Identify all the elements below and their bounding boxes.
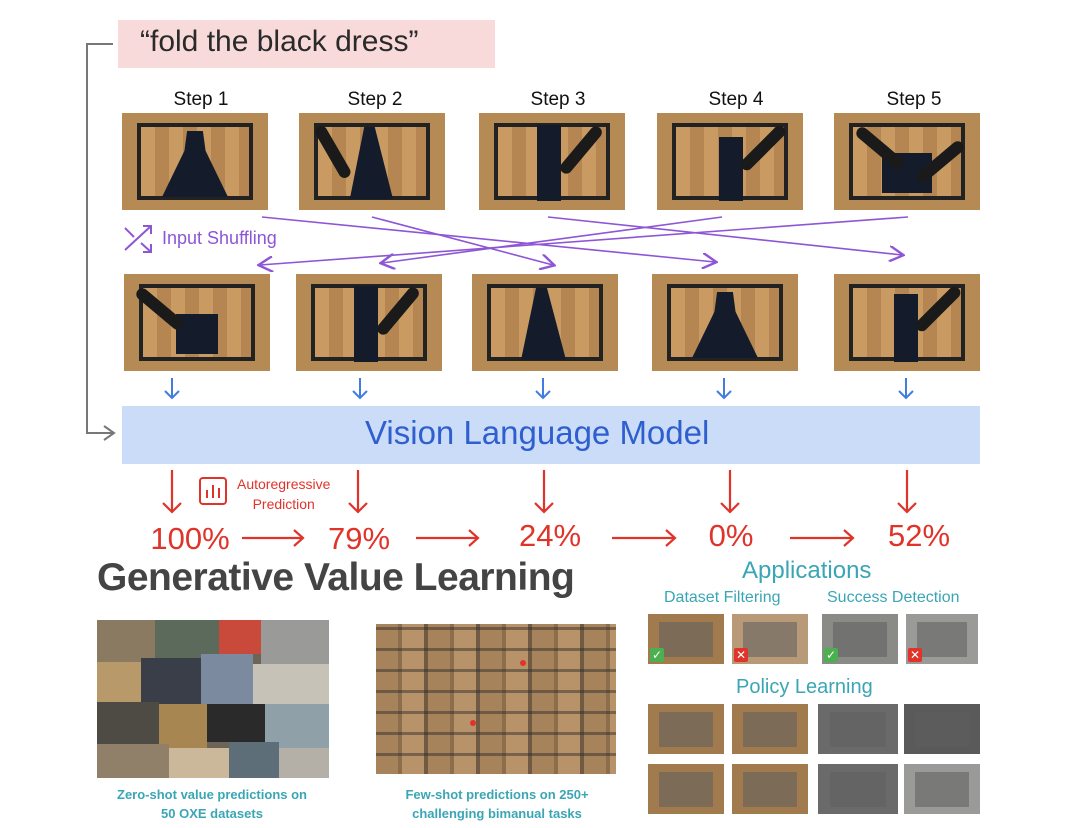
prompt-connector-arrowhead bbox=[103, 425, 116, 441]
red-down-arrow-4 bbox=[720, 470, 740, 514]
policy-learning-thumb-4 bbox=[904, 704, 980, 754]
down-arrow-3 bbox=[535, 378, 551, 400]
step-label-4: Step 4 bbox=[708, 89, 764, 110]
prompt-box bbox=[118, 20, 495, 68]
zero-shot-caption-line-1: Zero-shot value predictions on bbox=[117, 787, 307, 802]
main-title: Generative Value Learning bbox=[97, 556, 575, 599]
red-down-arrow-2 bbox=[348, 470, 368, 514]
shuffled-frame-3 bbox=[472, 274, 618, 371]
policy-learning-thumb-3 bbox=[818, 704, 898, 754]
zero-shot-caption: Zero-shot value predictions on 50 OXE da… bbox=[92, 785, 332, 823]
step-label-2: Step 2 bbox=[347, 89, 403, 110]
policy-learning-thumb-8 bbox=[904, 764, 980, 814]
policy-learning-thumb-7 bbox=[818, 764, 898, 814]
bar-chart-icon bbox=[199, 477, 227, 505]
shuffle-line-5 bbox=[260, 216, 909, 265]
policy-learning-title: Policy Learning bbox=[736, 676, 873, 698]
cross-icon: ✕ bbox=[908, 648, 922, 662]
step-4-frame bbox=[657, 113, 803, 210]
zero-shot-caption-line-2: 50 OXE datasets bbox=[161, 806, 263, 821]
autoregressive-label-line-1: Autoregressive bbox=[237, 476, 331, 492]
policy-learning-thumb-1 bbox=[648, 704, 724, 754]
step-5-frame bbox=[834, 113, 980, 210]
few-shot-caption-line-2: challenging bimanual tasks bbox=[412, 806, 582, 821]
step-label-5: Step 5 bbox=[886, 89, 942, 110]
red-down-arrow-1 bbox=[162, 470, 182, 514]
shuffle-line-4 bbox=[382, 216, 723, 263]
red-right-arrow-4 bbox=[790, 529, 855, 547]
prediction-4: 0% bbox=[708, 518, 754, 553]
few-shot-caption: Few-shot predictions on 250+ challenging… bbox=[372, 785, 622, 823]
success-detection-thumb-1: ✓ bbox=[822, 614, 898, 664]
success-detection-thumb-2: ✕ bbox=[906, 614, 978, 664]
dataset-filtering-thumb-2: ✕ bbox=[732, 614, 808, 664]
step-3-frame bbox=[479, 113, 625, 210]
down-arrow-5 bbox=[898, 378, 914, 400]
policy-learning-thumb-2 bbox=[732, 704, 808, 754]
shuffle-label: Input Shuffling bbox=[162, 228, 277, 248]
dataset-filtering-title: Dataset Filtering bbox=[664, 589, 781, 606]
down-arrow-2 bbox=[352, 378, 368, 400]
zero-shot-mosaic bbox=[97, 620, 329, 778]
shuffled-frame-5 bbox=[834, 274, 980, 371]
prediction-2: 79% bbox=[327, 521, 391, 556]
check-icon: ✓ bbox=[650, 648, 664, 662]
autoregressive-label: Autoregressive Prediction bbox=[237, 474, 330, 514]
down-arrow-1 bbox=[164, 378, 180, 400]
prediction-3: 24% bbox=[518, 518, 582, 553]
success-detection-title: Success Detection bbox=[827, 589, 960, 606]
step-1-frame bbox=[122, 113, 268, 210]
step-2-frame bbox=[299, 113, 445, 210]
few-shot-mosaic bbox=[370, 620, 622, 780]
shuffled-frame-2 bbox=[296, 274, 442, 371]
shuffle-icon bbox=[124, 225, 152, 253]
dataset-filtering-thumb-1: ✓ bbox=[648, 614, 724, 664]
red-down-arrow-3 bbox=[534, 470, 554, 514]
shuffle-line-1 bbox=[261, 216, 715, 262]
shuffled-frame-1 bbox=[124, 274, 270, 371]
prompt-connector bbox=[86, 43, 113, 434]
prediction-1: 100% bbox=[150, 521, 230, 556]
cross-icon: ✕ bbox=[734, 648, 748, 662]
applications-title: Applications bbox=[742, 557, 872, 584]
policy-learning-thumb-5 bbox=[648, 764, 724, 814]
few-shot-caption-line-1: Few-shot predictions on 250+ bbox=[405, 787, 589, 802]
prediction-5: 52% bbox=[887, 518, 951, 553]
red-right-arrow-1 bbox=[242, 529, 305, 547]
vision-language-model-box bbox=[122, 406, 980, 464]
vision-language-model-label: Vision Language Model bbox=[365, 414, 710, 451]
shuffle-line-2 bbox=[371, 216, 553, 265]
policy-learning-thumb-6 bbox=[732, 764, 808, 814]
red-right-arrow-2 bbox=[416, 529, 480, 547]
prompt-text: “fold the black dress” bbox=[140, 25, 419, 58]
check-icon: ✓ bbox=[824, 648, 838, 662]
red-right-arrow-3 bbox=[612, 529, 677, 547]
shuffled-frame-4 bbox=[652, 274, 798, 371]
step-label-1: Step 1 bbox=[173, 89, 229, 110]
step-label-3: Step 3 bbox=[530, 89, 586, 110]
red-down-arrow-5 bbox=[897, 470, 917, 514]
autoregressive-label-line-2: Prediction bbox=[252, 496, 315, 512]
down-arrow-4 bbox=[716, 378, 732, 400]
shuffle-line-3 bbox=[547, 216, 902, 255]
